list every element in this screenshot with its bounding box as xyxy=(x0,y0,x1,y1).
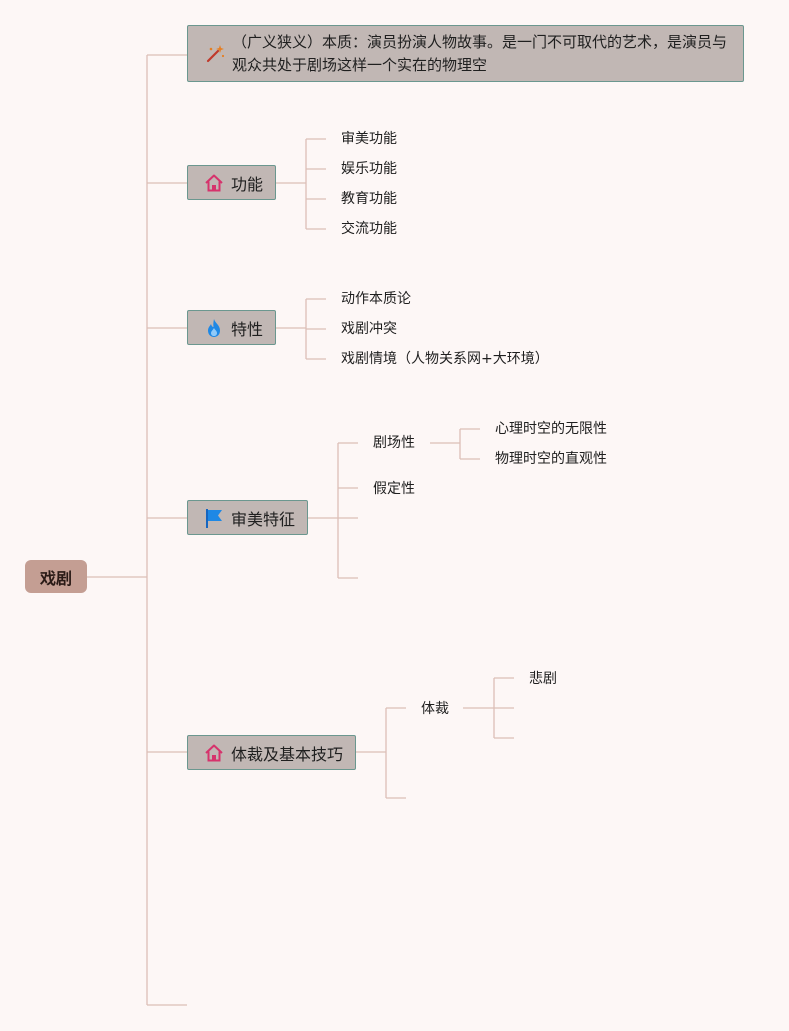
aesthetic-topic[interactable]: 审美特征 xyxy=(187,500,308,535)
function-item[interactable]: 娱乐功能 xyxy=(341,161,397,177)
trait-label: 特性 xyxy=(231,319,264,339)
genre-item[interactable]: 悲剧 xyxy=(529,671,557,687)
root-node[interactable]: 戏剧 xyxy=(25,560,87,593)
function-item[interactable]: 审美功能 xyxy=(341,131,397,147)
essence-text: （广义狭义）本质：演员扮演人物故事。是一门不可取代的艺术，是演员与观众共处于剧场… xyxy=(232,32,728,74)
trait-item[interactable]: 动作本质论 xyxy=(341,291,411,307)
theatricality-item[interactable]: 物理时空的直观性 xyxy=(495,451,607,467)
function-label: 功能 xyxy=(231,174,264,194)
genre-topic[interactable]: 体裁及基本技巧 xyxy=(187,735,356,770)
theatricality-item[interactable]: 心理时空的无限性 xyxy=(495,421,607,437)
flag-icon xyxy=(203,507,225,529)
aesthetic-label: 审美特征 xyxy=(231,509,296,529)
supposition-node[interactable]: 假定性 xyxy=(373,481,415,497)
trait-item[interactable]: 戏剧冲突 xyxy=(341,321,397,337)
flame-icon xyxy=(203,317,225,339)
function-item[interactable]: 教育功能 xyxy=(341,191,397,207)
home-icon xyxy=(203,742,225,764)
function-item[interactable]: 交流功能 xyxy=(341,221,397,237)
essence-topic[interactable]: （广义狭义）本质：演员扮演人物故事。是一门不可取代的艺术，是演员与观众共处于剧场… xyxy=(187,25,744,82)
theatricality-node[interactable]: 剧场性 xyxy=(373,435,415,451)
home-icon xyxy=(203,172,225,194)
root-label: 戏剧 xyxy=(39,568,72,588)
trait-topic[interactable]: 特性 xyxy=(187,310,276,345)
genre-sub-node[interactable]: 体裁 xyxy=(421,701,449,717)
genre-label: 体裁及基本技巧 xyxy=(231,744,344,764)
trait-item[interactable]: 戏剧情境（人物关系网+大环境） xyxy=(341,351,549,367)
function-topic[interactable]: 功能 xyxy=(187,165,276,200)
magic-wand-icon xyxy=(204,43,226,65)
